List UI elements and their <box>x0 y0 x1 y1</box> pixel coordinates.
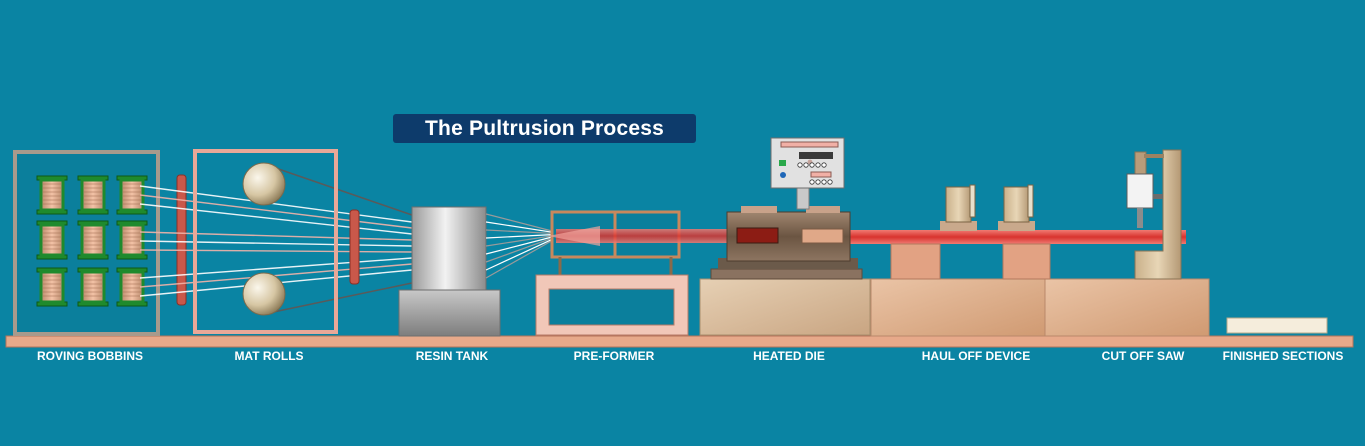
stage-label-pre-former: PRE-FORMER <box>573 349 655 363</box>
profile-main <box>850 230 1186 244</box>
wetted-strands <box>485 213 553 279</box>
stage-label-haul-off-device: HAUL OFF DEVICE <box>921 349 1031 363</box>
floor-base <box>5 335 1354 348</box>
roving-bobbin <box>77 220 109 260</box>
stage-label-resin-tank: RESIN TANK <box>415 349 489 363</box>
roving-bobbin <box>77 267 109 307</box>
roving-bobbins-creel <box>13 150 160 336</box>
stage-label-roving-bobbins: ROVING BOBBINS <box>36 349 143 363</box>
roving-bobbin <box>36 220 68 260</box>
haul-pad-1 <box>890 243 941 280</box>
roving-bobbin <box>36 175 68 215</box>
stage-label-finished-sections: FINISHED SECTIONS <box>1222 349 1344 363</box>
cut-off-saw <box>1126 149 1182 280</box>
stage-label-heated-die: HEATED DIE <box>753 349 825 363</box>
caterpillar-1 <box>945 186 972 223</box>
roving-bobbin <box>116 175 148 215</box>
saw-motor <box>1126 173 1154 209</box>
profile-cone <box>548 226 600 246</box>
mat-roll-top <box>242 162 286 206</box>
heated-die <box>699 137 871 336</box>
mat-rolls-frame <box>193 149 338 334</box>
die-dials <box>797 162 833 185</box>
stage-label-cut-off-saw: CUT OFF SAW <box>1101 349 1185 363</box>
stage-label-mat-rolls: MAT ROLLS <box>234 349 304 363</box>
haul-pad-2 <box>1002 243 1051 280</box>
caterpillar-2 <box>1003 186 1030 223</box>
roving-bobbin <box>77 175 109 215</box>
guide-plate-2 <box>349 209 360 285</box>
haul-off-device <box>870 184 1210 337</box>
diagram-title: The Pultrusion Process <box>393 114 696 143</box>
resin-tank <box>398 206 501 337</box>
finished-section-stack <box>1226 317 1328 334</box>
guide-plate-1 <box>176 174 187 306</box>
mat-roll-bottom <box>242 272 286 316</box>
roving-bobbin <box>36 267 68 307</box>
roving-bobbin <box>116 220 148 260</box>
